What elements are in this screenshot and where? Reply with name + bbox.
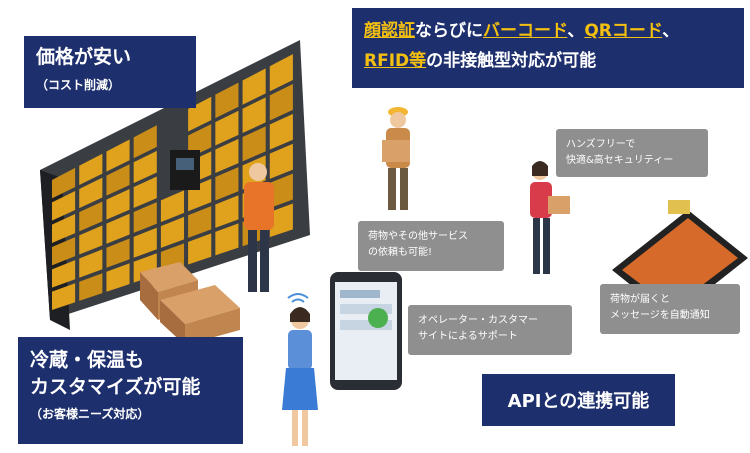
locker-compartment [269,203,293,238]
auto-notify-note: 荷物が届くと メッセージを自動通知 [600,284,740,334]
locker-compartment [269,84,293,121]
low-price-title: 価格が安い [36,46,132,68]
locker-compartment [79,177,103,209]
cooling-line2: カスタマイズが可能 [30,376,201,398]
notify-line1: 荷物が届くと [610,294,670,305]
locker-compartment [242,126,266,162]
locker-compartment [52,260,76,288]
smart-locker [40,40,310,330]
locker-compartment [242,68,266,105]
hands-free-line2: 快適&高セキュリティー [566,155,674,166]
locker-compartment [133,227,157,258]
qrcode-text: QRコード [584,21,663,41]
locker-compartment [52,214,76,243]
locker-compartment [215,82,239,119]
locker-compartment [79,225,103,255]
rfid-text: RFID等 [364,51,427,71]
locker-compartment [52,167,76,199]
cargo-line2: の依頼も可能! [368,247,433,258]
comma-1: 、 [567,21,585,41]
operator-line2: サイトによるサポート [418,331,518,342]
face-auth-text: 顔認証 [364,21,415,41]
locker-compartment [269,113,293,150]
locker-compartment [133,176,157,208]
locker-compartment [215,110,239,146]
courier-figure [382,107,410,210]
locker-compartment [188,233,212,265]
locker-compartment [215,195,239,228]
cooling-line1: 冷蔵・保温も [30,349,145,371]
low-price-box: 価格が安い （コスト削減） [24,36,196,108]
locker-compartment [188,96,212,132]
barcode-text: バーコード [483,21,568,41]
cooling-sub: （お客様ニーズ対応） [30,407,150,421]
locker-compartment [133,202,157,233]
locker-compartment [269,143,293,179]
hands-free-note: ハンズフリーで 快適&高セキュリティー [556,129,708,177]
locker-compartment [215,223,239,256]
locker-compartment [133,125,157,159]
comma-2: 、 [662,21,680,41]
locker-compartment [215,167,239,201]
locker-compartment [106,188,130,220]
locker-compartment [188,124,212,159]
locker-compartment [242,97,266,134]
locker-compartment [133,150,157,184]
delivery-worker-figure [244,163,274,292]
contactless-auth-box: 顔認証ならびにバーコード、QRコード、 RFID等の非接触型対応が可能 [352,8,744,88]
locker-compartment [106,139,130,172]
cargo-line1: 荷物やその他サービス [368,231,468,242]
locker-compartment [269,173,293,208]
locker-compartment [106,263,130,292]
contactless-support-text: の非接触型対応が可能 [426,51,597,71]
parcel-stack [140,262,240,345]
locker-compartment [106,213,130,244]
locker-compartment [188,206,212,238]
locker-compartment [106,238,130,268]
api-integration-box: APIとの連携可能 [482,374,675,426]
locker-compartment [52,237,76,266]
cooling-custom-box: 冷蔵・保温も カスタマイズが可能 （お客様ニーズ対応） [18,337,243,444]
locker-compartment [52,283,76,310]
operator-support-note: オペレーター・カスタマー サイトによるサポート [408,305,572,355]
locker-compartment [160,190,185,223]
notify-line2: メッセージを自動通知 [610,310,710,321]
and-text: ならびに [415,21,483,41]
locker-compartment [269,54,293,92]
locker-compartment [79,249,103,278]
low-price-sub: （コスト削減） [36,78,121,92]
cargo-service-note: 荷物やその他サービス の依頼も可能! [358,221,504,271]
locker-compartment [106,164,130,196]
operator-line1: オペレーター・カスタマー [418,315,538,326]
locker-compartment [79,273,103,301]
hands-free-line1: ハンズフリーで [566,139,636,150]
phone-user-figure [282,307,318,446]
wifi-icon [287,293,309,303]
customer-figure [530,161,570,274]
locker-compartment [52,190,76,221]
contactless-auth-line1: 顔認証ならびにバーコード、QRコード、 [364,16,732,46]
contactless-auth-line2: RFID等の非接触型対応が可能 [364,46,732,76]
locker-compartment [79,153,103,185]
locker-compartment [79,201,103,232]
locker-compartment [215,138,239,173]
smartphone-illustration [330,272,402,390]
locker-compartment [160,216,185,248]
